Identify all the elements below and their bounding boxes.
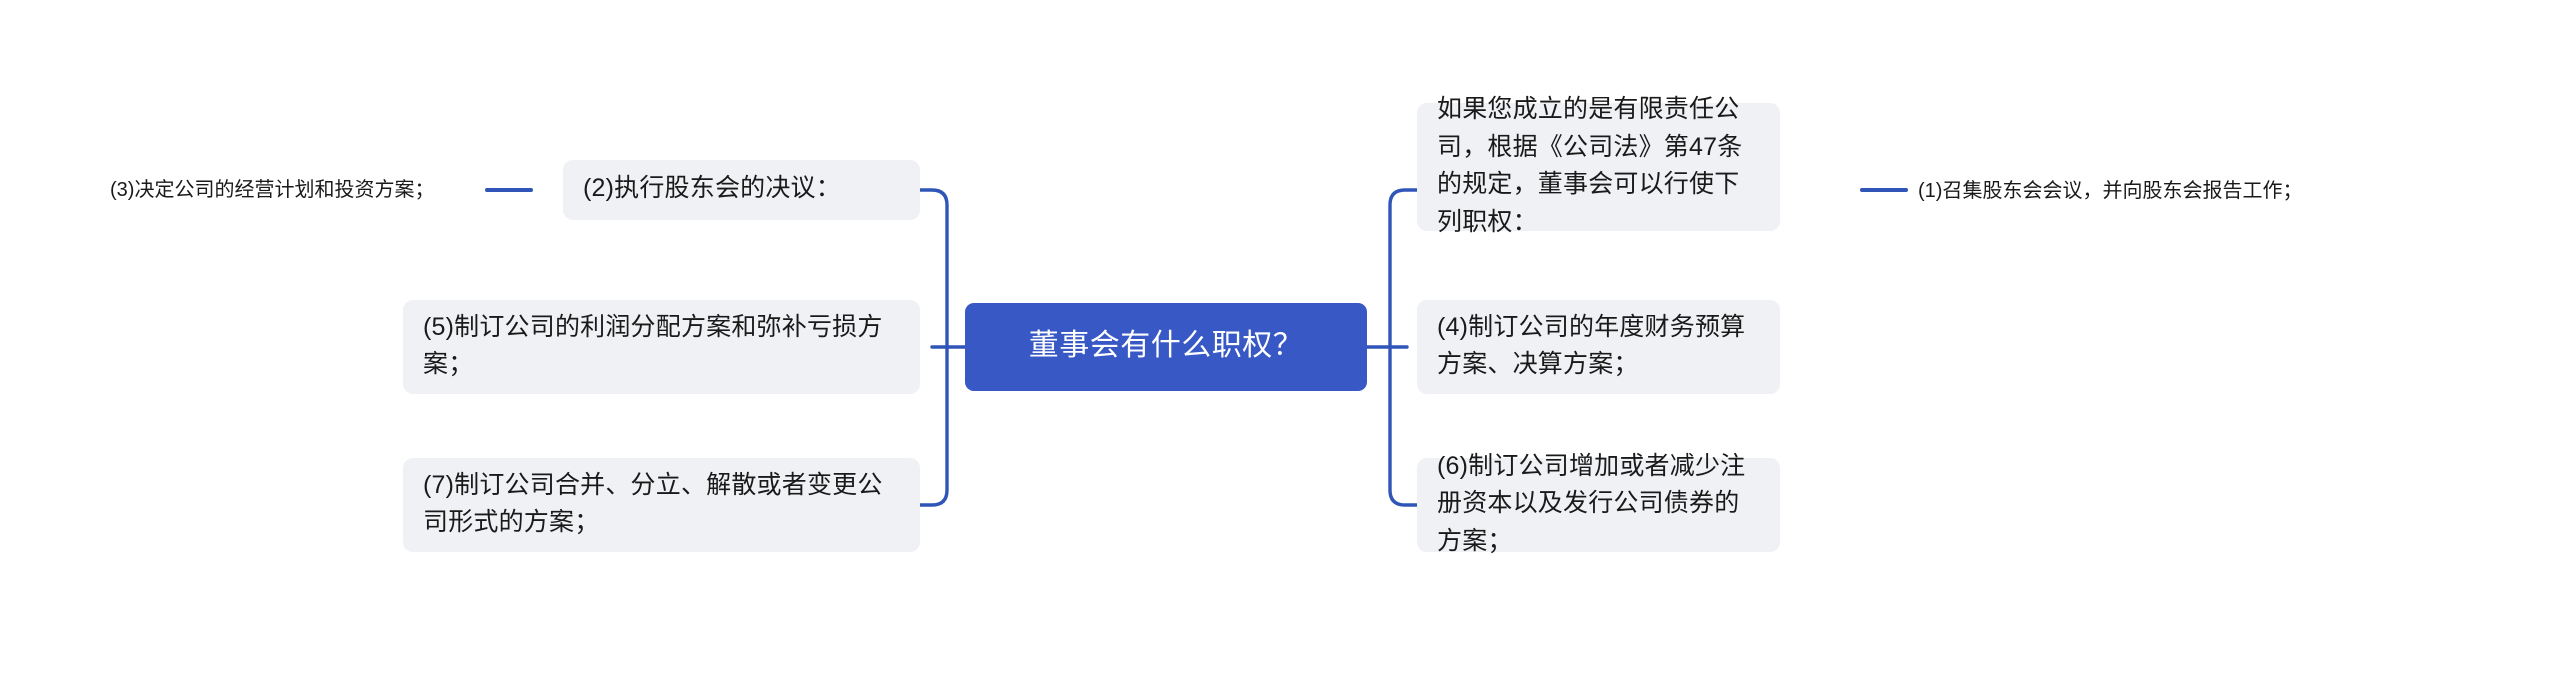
- left-branch-3-label: (7)制订公司合并、分立、解散或者变更公司形式的方案；: [423, 470, 883, 537]
- right-branch-2[interactable]: (4)制订公司的年度财务预算方案、决算方案；: [1417, 300, 1780, 394]
- right-branch-3[interactable]: (6)制订公司增加或者减少注册资本以及发行公司债券的方案；: [1417, 452, 1780, 555]
- left-branch-2-label: (5)制订公司的利润分配方案和弥补亏损方案；: [423, 312, 883, 379]
- connector-right-branch-1: [1388, 188, 1419, 349]
- root-node[interactable]: 董事会有什么职权？: [965, 303, 1367, 391]
- left-branch-1-leaf[interactable]: (3)决定公司的经营计划和投资方案；: [110, 174, 490, 206]
- left-branch-1-leaf-label: (3)决定公司的经营计划和投资方案；: [110, 179, 435, 201]
- right-branch-1-leaf-label: (1)召集股东会会议，并向股东会报告工作；: [1918, 180, 2303, 202]
- left-branch-1-label: (2)执行股东会的决议：: [583, 174, 841, 203]
- right-branch-1-label: 如果您成立的是有限责任公司，根据《公司法》第47条的规定，董事会可以行使下列职权…: [1437, 95, 1743, 236]
- right-branch-3-label: (6)制订公司增加或者减少注册资本以及发行公司债券的方案；: [1437, 451, 1746, 555]
- left-branch-2[interactable]: (5)制订公司的利润分配方案和弥补亏损方案；: [403, 300, 920, 394]
- right-branch-2-label: (4)制订公司的年度财务预算方案、决算方案；: [1437, 312, 1746, 379]
- left-branch-1[interactable]: (2)执行股东会的决议：: [563, 160, 920, 220]
- root-node-label: 董事会有什么职权？: [1028, 328, 1304, 362]
- connector-left-spine-upper: [930, 200, 947, 347]
- left-branch-3[interactable]: (7)制订公司合并、分立、解散或者变更公司形式的方案；: [403, 458, 920, 552]
- connector-left-branch-1: [918, 188, 949, 349]
- connector-right-branch-3: [1388, 345, 1419, 507]
- connector-left-branch-3: [918, 345, 949, 507]
- right-branch-1[interactable]: 如果您成立的是有限责任公司，根据《公司法》第47条的规定，董事会可以行使下列职权…: [1417, 95, 1780, 236]
- right-branch-1-leaf[interactable]: (1)召集股东会会议，并向股东会报告工作；: [1918, 176, 2478, 206]
